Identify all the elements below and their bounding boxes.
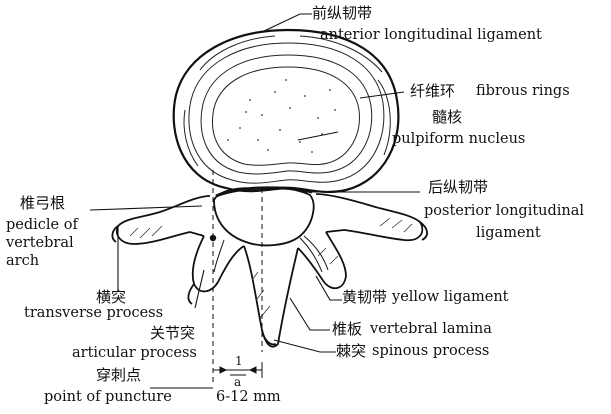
fibrous-rings: [184, 36, 390, 183]
fibrous-rings-zh: 纤维环: [410, 84, 455, 100]
yellow-ligament-zh: 黄韧带: [342, 290, 387, 306]
pedicle-en2: vertebral: [6, 236, 74, 251]
dimension-fraction-bottom: a: [234, 376, 241, 389]
posterior-longitudinal-ligament-zh: 后纵韧带: [428, 180, 488, 196]
pulpiform-nucleus-en: pulpiform nucleus: [392, 132, 525, 147]
transverse-process-zh: 横突: [96, 290, 126, 306]
spinous-process-zh: 棘突: [336, 344, 366, 360]
anterior-longitudinal-ligament-zh: 前纵韧带: [312, 6, 372, 22]
vertebral-lamina-en: vertebral lamina: [370, 322, 492, 337]
pedicle-zh: 椎弓根: [20, 196, 65, 212]
pedicle-en1: pedicle of: [6, 218, 78, 233]
intervertebral-disc: [174, 30, 399, 192]
articular-process-zh: 关节突: [150, 326, 195, 342]
pedicle-en3: arch: [6, 254, 39, 269]
dimension-range: 6-12 mm: [216, 390, 281, 405]
spinous-process-en: spinous process: [372, 344, 489, 359]
vertebral-lamina-zh: 椎板: [332, 322, 362, 338]
articular-process-en: articular process: [72, 346, 197, 361]
dimension-fraction-top: 1: [235, 355, 243, 368]
transverse-process-en: transverse process: [24, 306, 163, 321]
point-of-puncture-en: point of puncture: [44, 390, 172, 405]
posterior-longitudinal-ligament-en2: ligament: [476, 226, 541, 241]
puncture-point-marker: [210, 235, 216, 241]
yellow-ligament-en: yellow ligament: [392, 290, 509, 305]
point-of-puncture-zh: 穿刺点: [96, 368, 141, 384]
fibrous-rings-en: fibrous rings: [476, 84, 570, 99]
posterior-longitudinal-ligament-en1: posterior longitudinal: [424, 204, 584, 219]
anterior-longitudinal-ligament-en: anterior longitudinal ligament: [320, 28, 542, 43]
pulpiform-nucleus: [227, 79, 336, 153]
pulpiform-nucleus-zh: 髓核: [432, 110, 462, 126]
